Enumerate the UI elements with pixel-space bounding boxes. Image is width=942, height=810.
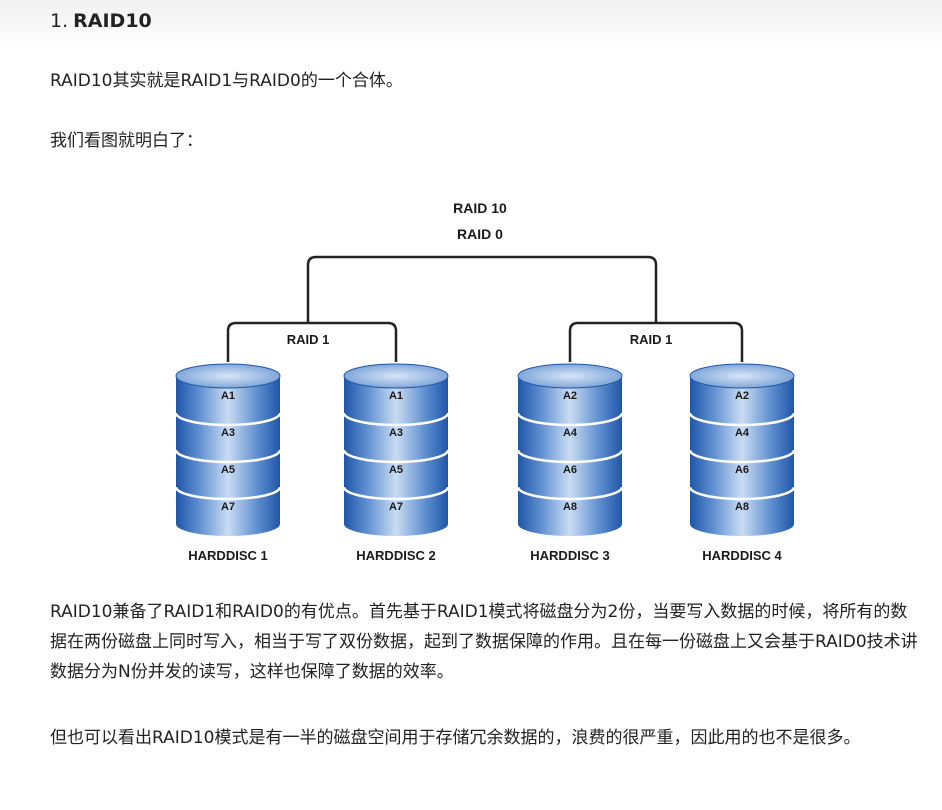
disc-band-divider bbox=[342, 486, 450, 501]
disc-name-label: HARDDISC 4 bbox=[702, 548, 782, 563]
drawback-paragraph: 但也可以看出RAID10模式是有一半的磁盘空间用于存储冗余数据的，浪费的很严重，… bbox=[50, 728, 861, 748]
disc-block-label: A2 bbox=[563, 390, 577, 402]
disc-body bbox=[690, 376, 794, 536]
diagram-title-raid0: RAID 0 bbox=[457, 226, 503, 242]
disc-name-label: HARDDISC 1 bbox=[188, 548, 267, 563]
disc-block-label: A4 bbox=[735, 427, 750, 439]
disc-block-label: A8 bbox=[563, 501, 577, 513]
raid10-diagram-svg: RAID 10 RAID 0 RAID 1 RAID 1 A1A3A5A7HAR… bbox=[174, 200, 796, 563]
disc-band-divider bbox=[516, 449, 624, 464]
top-header-band bbox=[0, 0, 942, 52]
disc-band-divider bbox=[516, 486, 624, 501]
disc-block-label: A1 bbox=[221, 390, 235, 402]
disc-band-divider bbox=[688, 412, 796, 427]
disc-block-label: A4 bbox=[563, 427, 578, 439]
disc-band-divider bbox=[688, 449, 796, 464]
disc-block-label: A5 bbox=[389, 464, 403, 476]
raid1-label-bg-left bbox=[284, 328, 332, 348]
disc-band-divider bbox=[174, 412, 282, 427]
disc-band-divider bbox=[342, 449, 450, 464]
diagram-title-raid10: RAID 10 bbox=[453, 200, 507, 216]
raid1-label-left: RAID 1 bbox=[287, 332, 330, 347]
raid1-connector-right bbox=[568, 321, 744, 362]
disc-block-label: A6 bbox=[563, 464, 577, 476]
disc-block-label: A2 bbox=[735, 390, 749, 402]
raid1-label-bg-right bbox=[627, 328, 675, 348]
disc-block-label: A7 bbox=[389, 501, 403, 513]
disc-top bbox=[175, 363, 281, 389]
disc-top bbox=[689, 363, 795, 389]
disc-block-label: A3 bbox=[389, 427, 403, 439]
disc-body bbox=[518, 376, 622, 536]
disc-band-divider bbox=[174, 449, 282, 464]
disc-band-divider bbox=[174, 486, 282, 501]
disc-name-label: HARDDISC 2 bbox=[356, 548, 435, 563]
disc-top bbox=[517, 363, 623, 389]
disc-block-label: A1 bbox=[389, 390, 403, 402]
disc-block-label: A6 bbox=[735, 464, 749, 476]
disc-name-label: HARDDISC 3 bbox=[530, 548, 609, 563]
explain-paragraph: RAID10兼备了RAID1和RAID0的有优点。首先基于RAID1模式将磁盘分… bbox=[50, 602, 918, 682]
section-number: 1. bbox=[50, 10, 69, 32]
raid0-connector bbox=[306, 255, 658, 323]
disc-block-label: A7 bbox=[221, 501, 235, 513]
see-figure-paragraph: 我们看图就明白了： bbox=[50, 131, 203, 151]
disc-band-divider bbox=[342, 412, 450, 427]
disc-block-label: A3 bbox=[221, 427, 235, 439]
disc-band-divider bbox=[516, 412, 624, 427]
disc-block-label: A5 bbox=[221, 464, 235, 476]
disc-body bbox=[176, 376, 280, 536]
disc-block-label: A8 bbox=[735, 501, 749, 513]
intro-paragraph: RAID10其实就是RAID1与RAID0的一个合体。 bbox=[50, 71, 403, 91]
section-title: RAID10 bbox=[73, 10, 152, 32]
disc-band-divider bbox=[688, 486, 796, 501]
raid1-label-right: RAID 1 bbox=[630, 332, 673, 347]
raid1-connector-left bbox=[226, 321, 398, 362]
disc-top bbox=[343, 363, 449, 389]
disc-body bbox=[344, 376, 448, 536]
section-heading: 1.RAID10 bbox=[50, 8, 152, 34]
